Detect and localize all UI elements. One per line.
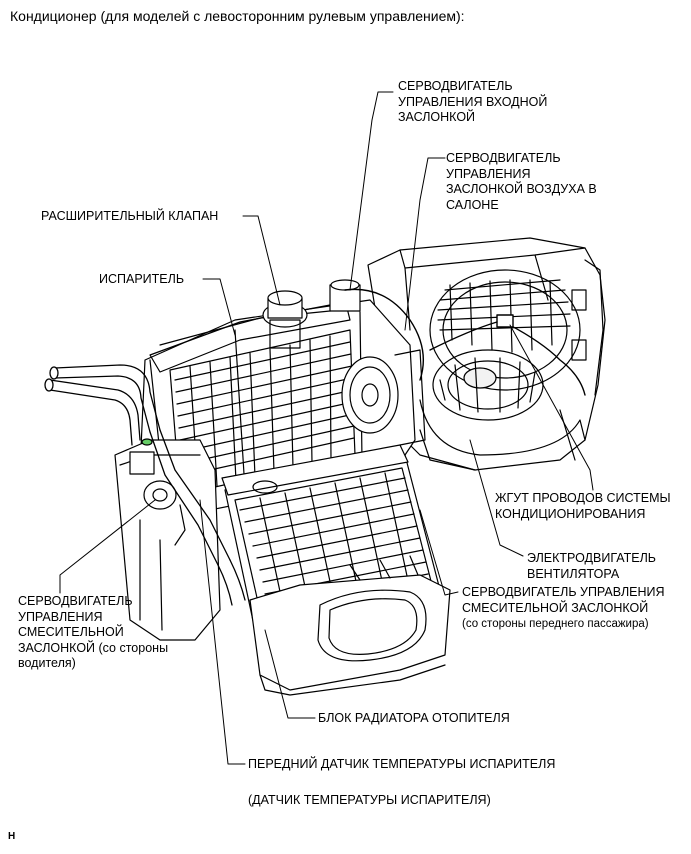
leader-temp-sensor	[199, 499, 246, 765]
leader-expansion-valve	[242, 215, 281, 306]
mode-damper-disc	[341, 349, 426, 446]
leader-lines	[59, 91, 594, 765]
leader-air-servo	[404, 157, 446, 331]
leader-wire-harness	[509, 324, 594, 491]
label-blower-motor: ЭЛЕКТРОДВИГАТЕЛЬ ВЕНТИЛЯТОРА	[527, 551, 656, 581]
lower-duct	[249, 555, 451, 696]
blower-housing	[367, 237, 606, 471]
leader-blower-motor	[469, 439, 524, 557]
label-temp-sensor-note: (ДАТЧИК ТЕМПЕРАТУРЫ ИСПАРИТЕЛЯ)	[248, 793, 491, 807]
label-expansion-valve: РАСШИРИТЕЛЬНЫЙ КЛАПАН	[41, 209, 219, 223]
leader-mix-servo-passenger	[419, 509, 459, 596]
label-mix-servo-passenger-note: (со стороны переднего пассажира)	[462, 618, 649, 630]
label-air-servo: СЕРВОДВИГАТЕЛЬ УПРАВЛЕНИЯ ЗАСЛОНКОЙ ВОЗД…	[446, 151, 597, 212]
leader-intake-servo	[349, 91, 394, 291]
corner-mark: H	[8, 831, 16, 842]
leader-mix-servo-driver	[59, 499, 156, 594]
leader-evaporator	[202, 278, 236, 336]
leader-heater-core	[264, 629, 316, 719]
left-case	[114, 438, 221, 641]
refrigerant-pipes	[44, 364, 246, 606]
label-mix-servo-passenger: СЕРВОДВИГАТЕЛЬ УПРАВЛЕНИЯ СМЕСИТЕЛЬНОЙ З…	[462, 585, 665, 615]
ac-wire-harness	[344, 288, 586, 396]
label-intake-servo: СЕРВОДВИГАТЕЛЬ УПРАВЛЕНИЯ ВХОДНОЙ ЗАСЛОН…	[398, 79, 548, 124]
label-wire-harness: ЖГУТ ПРОВОДОВ СИСТЕМЫ КОНДИЦИОНИРОВАНИЯ	[495, 491, 671, 521]
label-evaporator: ИСПАРИТЕЛЬ	[99, 272, 185, 286]
label-mix-servo-driver: СЕРВОДВИГАТЕЛЬ УПРАВЛЕНИЯ СМЕСИТЕЛЬНОЙ З…	[18, 594, 169, 670]
diagram-title: Кондиционер (для моделей с левосторонним…	[10, 8, 465, 24]
label-heater-core: БЛОК РАДИАТОРА ОТОПИТЕЛЯ	[318, 711, 510, 725]
label-temp-sensor: ПЕРЕДНИЙ ДАТЧИК ТЕМПЕРАТУРЫ ИСПАРИТЕЛЯ	[248, 757, 556, 771]
